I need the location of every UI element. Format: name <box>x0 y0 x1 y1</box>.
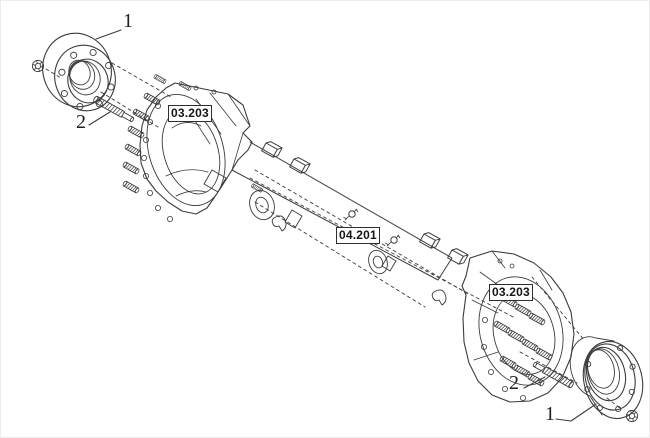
pivot-clamp <box>249 183 275 221</box>
grease-fitting-1 <box>343 208 359 221</box>
callout-item-2-left: 2 <box>76 111 86 133</box>
left-wheel-hub <box>42 32 116 112</box>
callout-item-2-right: 2 <box>509 372 519 394</box>
callout-item-1-left: 1 <box>123 10 133 32</box>
axle-beam <box>203 139 469 306</box>
grease-fitting-2 <box>385 234 401 247</box>
right-flange-studs <box>492 294 554 387</box>
ref-box-left-final-drive[interactable]: 03.203 <box>168 105 212 122</box>
retainer-clip <box>271 215 287 232</box>
end-clip <box>431 289 447 306</box>
alignment-dashed-lines <box>45 62 622 410</box>
leader-lines <box>88 29 597 422</box>
left-axle-housing <box>121 73 253 222</box>
lower-clamp <box>368 249 397 275</box>
ref-box-center-axle[interactable]: 04.201 <box>336 227 380 244</box>
callout-item-1-right: 1 <box>545 403 555 425</box>
ref-box-right-final-drive[interactable]: 03.203 <box>489 284 533 301</box>
right-wheel-hub <box>569 336 644 420</box>
